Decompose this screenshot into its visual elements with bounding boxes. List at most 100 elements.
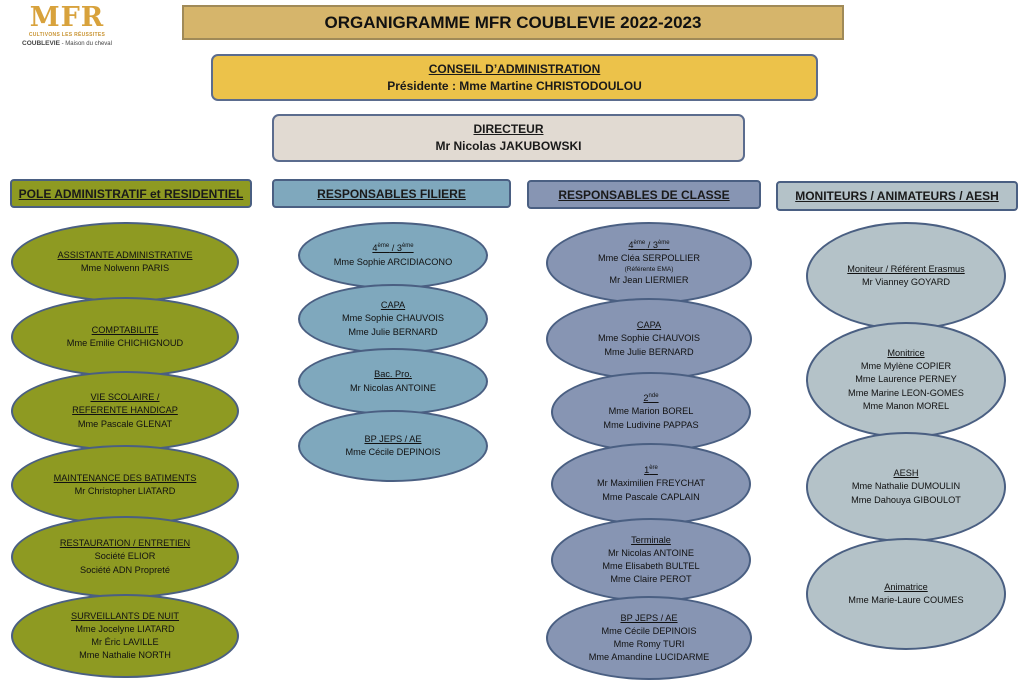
node-title: BP JEPS / AE [364,433,422,444]
directeur-heading: DIRECTEUR [473,122,544,136]
logo-place-name: COUBLEVIE [22,40,60,47]
node-title: 2nde [643,392,658,405]
node-person: Mme Laurence PERNEY [855,374,957,385]
node-person: Mme Sophie CHAUVOIS [597,333,701,344]
moniteurs-node: Monitrice Mme Mylène COPIER Mme Laurence… [806,322,1006,438]
node-title: 4ème / 3ème [372,242,413,255]
node-person: Mr Christopher LIATARD [74,486,176,496]
classe-node: CAPA Mme Sophie CHAUVOIS Mme Julie BERNA… [546,298,752,380]
moniteurs-node: Moniteur / Référent Erasmus Mr Vianney G… [806,222,1006,330]
logo-tagline: CULTIVONS LES RÉUSSITES [28,32,106,38]
classe-node: 4ème / 3ème Mme Cléa SERPOLLIER (Référen… [546,222,752,304]
logo-mark: MFR [29,2,105,33]
admin-node: MAINTENANCE DES BATIMENTS Mr Christopher… [11,445,239,525]
node-person: Mme Dahouya GIBOULOT [851,494,961,505]
classe-node: 1ère Mr Maximilien FREYCHAT Mme Pascale … [551,443,751,525]
node-person: Mme Amandine LUCIDARME [588,652,710,663]
node-person: Société ADN Propreté [80,564,170,575]
node-title: 1ère [644,464,658,477]
logo-place-suffix: - Maison du cheval [61,41,112,47]
admin-node: RESTAURATION / ENTRETIEN Société ELIOR S… [11,516,239,598]
node-person: Mr Nicolas ANTOINE [607,547,695,558]
node-title: Terminale [631,534,671,545]
node-person: Mme Elisabeth BULTEL [602,561,700,571]
filiere-header: RESPONSABLES FILIERE [272,179,511,208]
node-person: Mr Éric LAVILLE [91,637,159,647]
admin-node: SURVEILLANTS DE NUIT Mme Jocelyne LIATAR… [11,594,239,678]
node-person: Mme Nolwenn PARIS [80,263,170,273]
admin-header: POLE ADMINISTRATIF et RESIDENTIEL [10,179,252,208]
node-person: Mme Sophie ARCIDIACONO [333,256,453,267]
node-person: Mme Cécile DEPINOIS [601,625,697,636]
node-title: AESH [893,468,919,479]
node-person: Mme Marie-Laure COUMES [848,595,964,605]
directeur-name: Mr Nicolas JAKUBOWSKI [435,139,582,153]
conseil-box: CONSEIL D’ADMINISTRATION Présidente : Mm… [211,54,818,101]
node-person: Mr Maximilien FREYCHAT [596,478,706,489]
classe-node: 2nde Mme Marion BOREL Mme Ludivine PAPPA… [551,372,751,452]
moniteurs-node: Animatrice Mme Marie-Laure COUMES [806,538,1006,650]
node-note: (Référente EMA) [624,266,674,274]
node-person: Mme Pascale GLENAT [77,418,173,429]
node-title-line2: REFERENTE HANDICAP [72,405,178,416]
node-person: Mme Sophie CHAUVOIS [341,313,445,324]
node-person: Mme Marine LEON-GOMES [848,387,964,398]
node-person: Mme Nathalie DUMOULIN [851,481,961,492]
node-person: Mme Manon MOREL [862,400,950,411]
filiere-node: Bac. Pro. Mr Nicolas ANTOINE [298,348,488,415]
node-title: Moniteur / Référent Erasmus [847,263,965,274]
title-sup: nde [648,393,659,400]
title-sup: ème [401,243,414,250]
node-title: CAPA [380,300,406,311]
node-person: Société ELIOR [94,551,156,562]
conseil-president: Présidente : Mme Martine CHRISTODOULOU [387,78,642,93]
node-person: Mme Nathalie NORTH [79,650,171,661]
node-person: Mme Cléa SERPOLLIER [597,252,701,263]
node-person: Mme Julie BERNARD [604,346,694,357]
node-person: Mme Jocelyne LIATARD [75,623,175,634]
admin-node: ASSISTANTE ADMINISTRATIVE Mme Nolwenn PA… [11,222,239,302]
title-part: / 3 [645,239,658,250]
node-title: MAINTENANCE DES BATIMENTS [53,472,197,483]
moniteurs-header: MONITEURS / ANIMATEURS / AESH [776,181,1018,211]
node-person: Mme Ludivine PAPPAS [603,419,699,430]
title-part: 4 [372,243,378,254]
node-title: Monitrice [887,347,925,358]
node-person: Mr Jean LIERMIER [609,275,689,286]
node-title: CAPA [636,320,662,331]
node-person: Mme Romy TURI [613,639,685,649]
node-title: ASSISTANTE ADMINISTRATIVE [57,249,193,260]
mfr-logo: MFR CULTIVONS LES RÉUSSITES COUBLEVIE - … [22,4,112,54]
title-part: 2 [643,393,649,404]
node-person: Mr Nicolas ANTOINE [349,382,437,393]
classe-node: BP JEPS / AE Mme Cécile DEPINOIS Mme Rom… [546,596,752,680]
node-person: Mme Marion BOREL [608,406,694,417]
title-part: / 3 [389,243,402,254]
node-title: COMPTABILITE [91,324,159,335]
page-title: ORGANIGRAMME MFR COUBLEVIE 2022-2023 [182,5,844,40]
classe-node: Terminale Mr Nicolas ANTOINE Mme Elisabe… [551,518,751,602]
filiere-node: 4ème / 3ème Mme Sophie ARCIDIACONO [298,222,488,289]
logo-place: COUBLEVIE - Maison du cheval [22,39,112,49]
title-sup: ème [657,239,670,246]
filiere-node: BP JEPS / AE Mme Cécile DEPINOIS [298,410,488,482]
node-person: Mme Cécile DEPINOIS [345,447,441,457]
filiere-node: CAPA Mme Sophie CHAUVOIS Mme Julie BERNA… [298,284,488,354]
moniteurs-node: AESH Mme Nathalie DUMOULIN Mme Dahouya G… [806,432,1006,542]
node-title: Bac. Pro. [374,369,412,380]
admin-node: VIE SCOLAIRE / REFERENTE HANDICAP Mme Pa… [11,371,239,451]
node-person: Mme Julie BERNARD [348,326,438,337]
node-person: Mme Pascale CAPLAIN [602,491,700,502]
directeur-box: DIRECTEUR Mr Nicolas JAKUBOWSKI [272,114,745,162]
node-title: Animatrice [884,581,928,592]
node-title: 4ème / 3ème [628,239,669,252]
node-person: Mme Claire PEROT [610,574,692,585]
node-title: BP JEPS / AE [620,612,678,623]
node-person: Mme Mylène COPIER [860,361,952,372]
title-part: 1 [644,465,650,476]
node-title: VIE SCOLAIRE / [90,392,160,403]
node-title: RESTAURATION / ENTRETIEN [59,538,191,549]
title-sup: ème [633,239,646,246]
conseil-heading: CONSEIL D’ADMINISTRATION [428,61,601,76]
title-part: 4 [628,239,634,250]
